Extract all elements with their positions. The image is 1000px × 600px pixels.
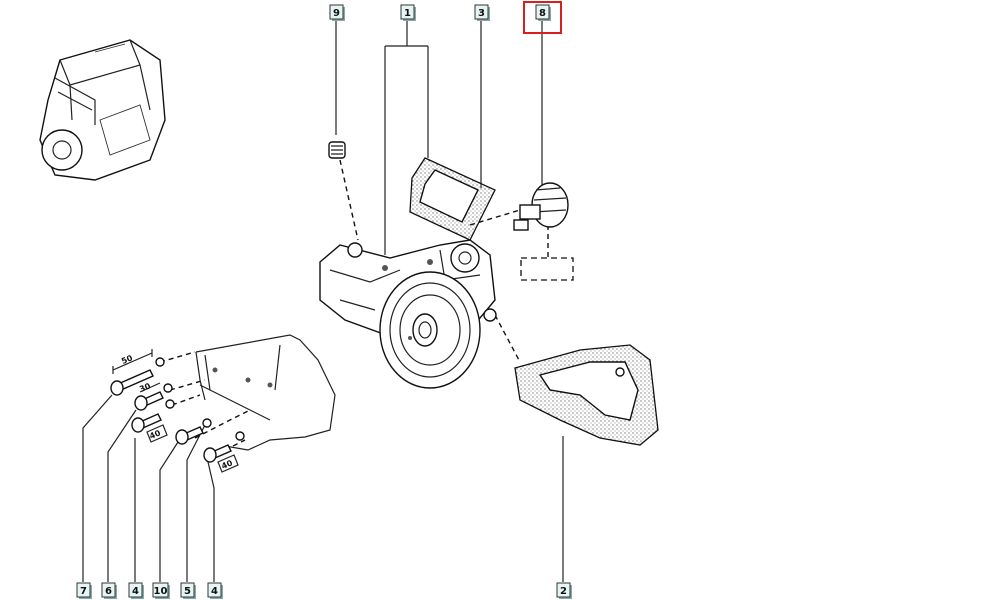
callout-10[interactable]: 10: [152, 582, 170, 599]
bolt-6: 30: [134, 381, 164, 411]
engine-thumbnail: [39, 39, 166, 181]
callout-8-selected[interactable]: 8: [523, 1, 562, 34]
bolt-7: 50: [110, 349, 154, 396]
dim-label: 40: [148, 428, 162, 441]
callout-9[interactable]: 9: [329, 4, 345, 21]
timing-cover: [195, 334, 336, 451]
svg-text:10: 10: [154, 586, 168, 597]
washers: [155, 357, 245, 441]
svg-text:7: 7: [80, 586, 87, 597]
svg-text:1: 1: [404, 8, 411, 19]
svg-text:4: 4: [132, 586, 139, 597]
dim-label: 50: [120, 353, 134, 366]
svg-text:5: 5: [184, 586, 191, 597]
callout-2[interactable]: 2: [556, 582, 572, 599]
bolts: 50 30 40 40: [110, 349, 245, 473]
part-3-gasket: [409, 157, 496, 241]
part-9-plug: [328, 141, 346, 159]
part-8-shaft: [513, 182, 569, 231]
assembly-lines: [159, 159, 574, 451]
callout-4a[interactable]: 4: [128, 582, 144, 599]
bolt-4a: 40: [131, 413, 168, 443]
part-1-water-pump: [319, 239, 497, 389]
callout-5[interactable]: 5: [180, 582, 196, 599]
svg-text:3: 3: [478, 8, 485, 19]
callout-1[interactable]: 1: [400, 4, 416, 21]
callout-3[interactable]: 3: [474, 4, 490, 21]
svg-text:9: 9: [333, 8, 340, 19]
bolt-4b: 40: [203, 444, 239, 473]
svg-text:4: 4: [211, 586, 218, 597]
selection-highlight: [523, 1, 562, 34]
callout-4b[interactable]: 4: [207, 582, 223, 599]
callout-7[interactable]: 7: [76, 582, 92, 599]
dim-label: 40: [220, 458, 234, 471]
svg-text:6: 6: [105, 586, 112, 597]
callout-6[interactable]: 6: [101, 582, 117, 599]
svg-text:8: 8: [539, 8, 546, 19]
leader-lines: [82, 21, 564, 582]
part-2-gasket: [514, 344, 659, 446]
dim-label: 30: [138, 381, 152, 394]
svg-text:2: 2: [560, 586, 567, 597]
bolt-10: [175, 426, 204, 445]
